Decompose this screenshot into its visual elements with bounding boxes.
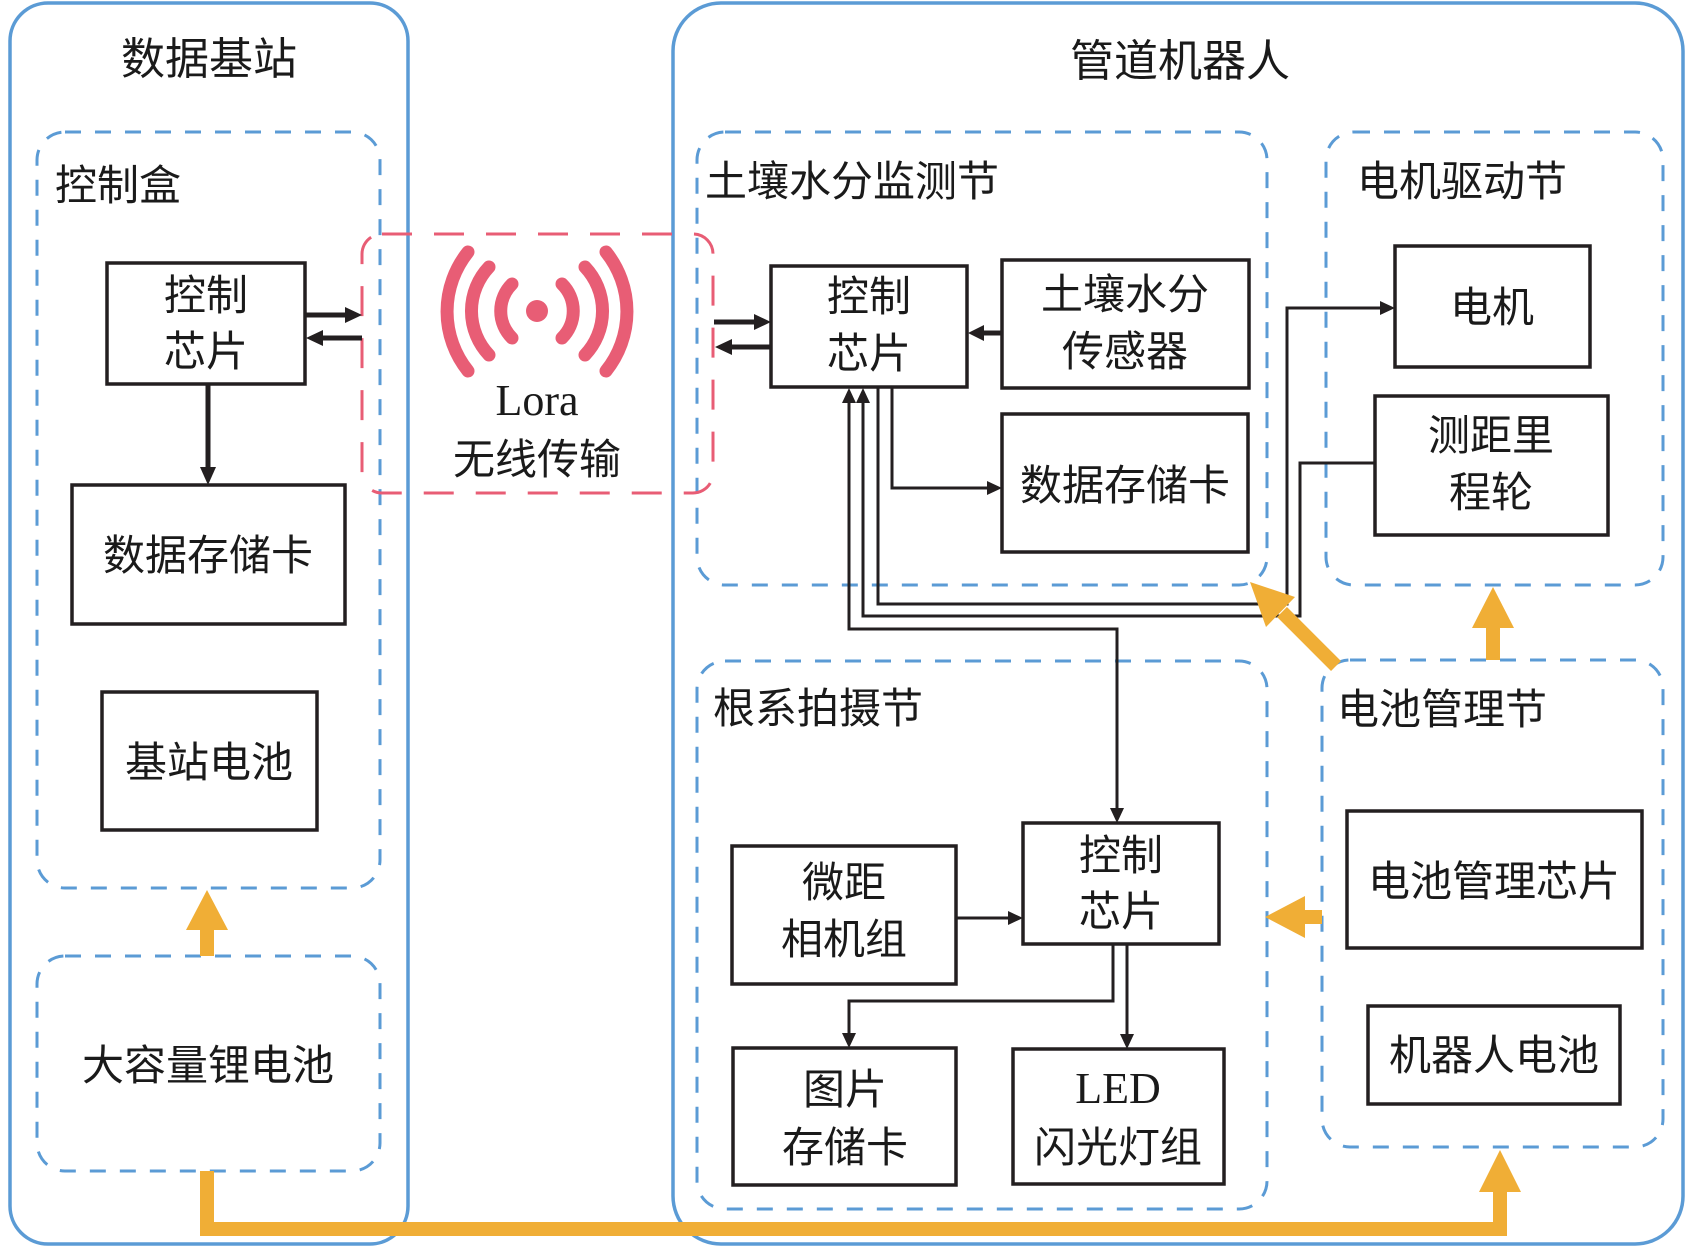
- lora-label: Lora: [495, 376, 578, 425]
- macro-camera-block: [730, 844, 958, 986]
- soil-chip-line1: 控制: [827, 272, 911, 321]
- soil-chip-to-card-arrow: [890, 387, 1002, 495]
- soil-chip-to-lora-arrow: [715, 339, 771, 355]
- root-node-section: [695, 659, 1269, 1211]
- robot-battery-block: [1366, 1004, 1622, 1106]
- base-control-chip-block: [105, 261, 307, 386]
- soil-chip-root-chip-link: [842, 388, 1124, 823]
- root-chip-line2: 芯片: [1079, 887, 1163, 936]
- base-chip-line2: 芯片: [164, 327, 248, 376]
- base-battery-label: 基站电池: [125, 738, 293, 787]
- lora-section: [360, 232, 715, 495]
- base-chip-to-card-arrow: [200, 384, 216, 485]
- motor-block: [1393, 244, 1592, 369]
- lora-to-base-chip-arrow: [306, 330, 362, 346]
- soil-sensor-line1: 土壤水分: [1041, 270, 1209, 319]
- root-chip-to-photo-card-arrow: [842, 944, 1115, 1048]
- motor-node-section: [1324, 130, 1665, 587]
- power-battery-node-to-motor-arrow: [1472, 587, 1514, 660]
- soil-sensor-block: [1000, 258, 1251, 390]
- power-base-to-robot-arrow: [200, 1150, 1521, 1236]
- motor-node-title: 电机驱动节: [1357, 157, 1567, 206]
- wireless-signal-icon: [440, 245, 634, 378]
- led-flash-block: [1011, 1047, 1226, 1186]
- led-line2: 闪光灯组: [1034, 1123, 1202, 1172]
- sensor-to-soil-chip-arrow: [968, 325, 1002, 341]
- camera-line1: 微距: [802, 858, 886, 907]
- power-battery-node-to-root-arrow: [1265, 896, 1322, 938]
- li-battery-section: [35, 954, 382, 1173]
- lora-wireless-label: 无线传输: [453, 435, 621, 484]
- root-chip-line1: 控制: [1079, 831, 1163, 880]
- robot-container: [671, 1, 1685, 1246]
- control-box-title: 控制盒: [55, 161, 181, 210]
- bms-chip-label: 电池管理芯片: [1368, 857, 1620, 906]
- root-node-title: 根系拍摄节: [713, 684, 923, 733]
- soil-chip-line2: 芯片: [827, 329, 911, 378]
- root-control-chip-block: [1021, 821, 1221, 946]
- li-battery-label: 大容量锂电池: [82, 1041, 334, 1090]
- base-data-card-block: [70, 483, 347, 626]
- battery-node-title: 电池管理节: [1337, 685, 1547, 734]
- photo-card-block: [731, 1046, 958, 1187]
- photo-card-line1: 图片: [803, 1065, 887, 1114]
- robot-battery-label: 机器人电池: [1389, 1031, 1599, 1080]
- soil-data-card-label: 数据存储卡: [1020, 461, 1230, 510]
- soil-control-chip-block: [769, 264, 969, 389]
- soil-data-card-block: [1000, 412, 1250, 554]
- battery-node-section: [1320, 658, 1665, 1149]
- base-battery-block: [100, 690, 319, 832]
- bms-chip-block: [1345, 809, 1644, 950]
- root-chip-to-led-arrow: [1120, 944, 1134, 1049]
- power-battery-node-to-soil-arrow: [1250, 582, 1341, 671]
- base-data-card-label: 数据存储卡: [103, 531, 313, 580]
- odometer-line1: 测距里: [1428, 411, 1554, 460]
- base-station-title: 数据基站: [121, 34, 297, 85]
- odometer-line2: 程轮: [1449, 468, 1533, 517]
- camera-line2: 相机组: [781, 915, 907, 964]
- motor-label: 电机: [1450, 283, 1534, 332]
- base-station-container: [8, 1, 410, 1246]
- control-box-section: [35, 130, 382, 890]
- odometer-wheel-block: [1373, 394, 1610, 537]
- photo-card-line2: 存储卡: [782, 1123, 908, 1172]
- led-line1: LED: [1075, 1064, 1161, 1113]
- lora-to-soil-chip-arrow: [714, 314, 771, 330]
- base-chip-line1: 控制: [164, 271, 248, 320]
- power-li-battery-to-control-box-arrow: [186, 890, 228, 956]
- odometer-to-soil-chip-arrow: [856, 388, 1375, 618]
- soil-node-section: [695, 130, 1269, 587]
- camera-to-root-chip-arrow: [956, 911, 1023, 925]
- soil-sensor-line2: 传感器: [1062, 327, 1188, 376]
- base-chip-to-lora-arrow: [305, 307, 362, 323]
- soil-node-title: 土壤水分监测节: [705, 157, 999, 206]
- robot-title: 管道机器人: [1070, 36, 1290, 87]
